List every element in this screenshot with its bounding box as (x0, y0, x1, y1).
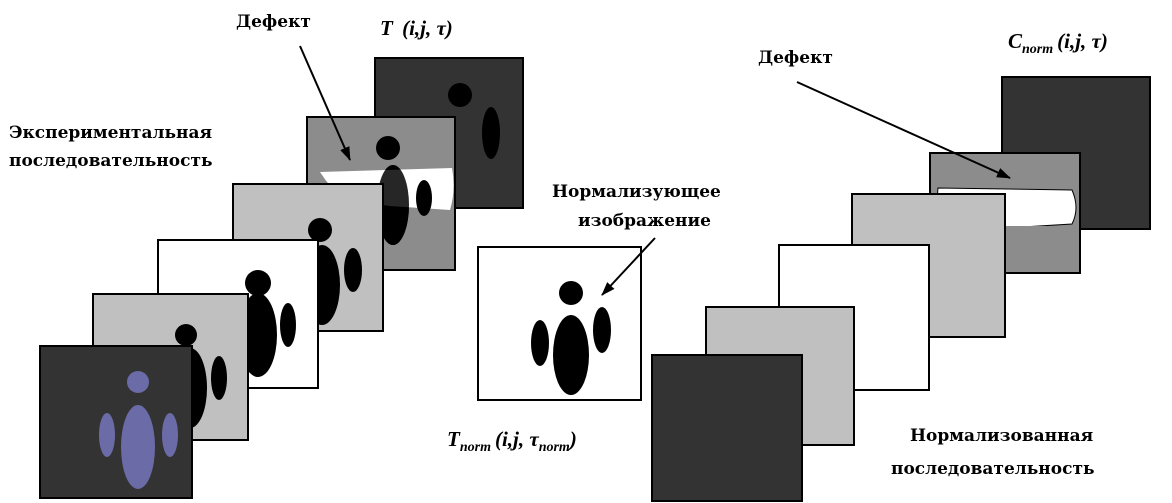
defect-left-arrow (299, 45, 351, 161)
defect-right-arrow (796, 81, 1011, 179)
formula-t: T (i,j, τ) (380, 16, 453, 40)
normalized-frame-1 (651, 354, 803, 502)
formula-cnorm: Cnorm(i,j, τ) (1008, 29, 1108, 57)
experimental-sequence (39, 57, 524, 499)
normalizing-label-line2: изображение (578, 211, 711, 231)
formula-tnorm: Tnorm(i,j, τnorm) (447, 427, 577, 455)
normalized-label-line1: Нормализованная (910, 426, 1093, 446)
normalizing-label-line1: Нормализующее (552, 182, 721, 202)
experimental-label-line1: Экспериментальная (9, 123, 212, 143)
experimental-label-line2: последовательность (9, 151, 213, 171)
normalized-sequence (651, 76, 1151, 502)
defect-right-label: Дефект (758, 48, 833, 68)
normalizing-arrow (601, 237, 656, 296)
experimental-frame-1 (39, 345, 193, 499)
defect-left-label: Дефект (236, 12, 311, 32)
normalized-label-line2: последовательность (891, 459, 1095, 479)
normalizing-image (477, 246, 642, 401)
